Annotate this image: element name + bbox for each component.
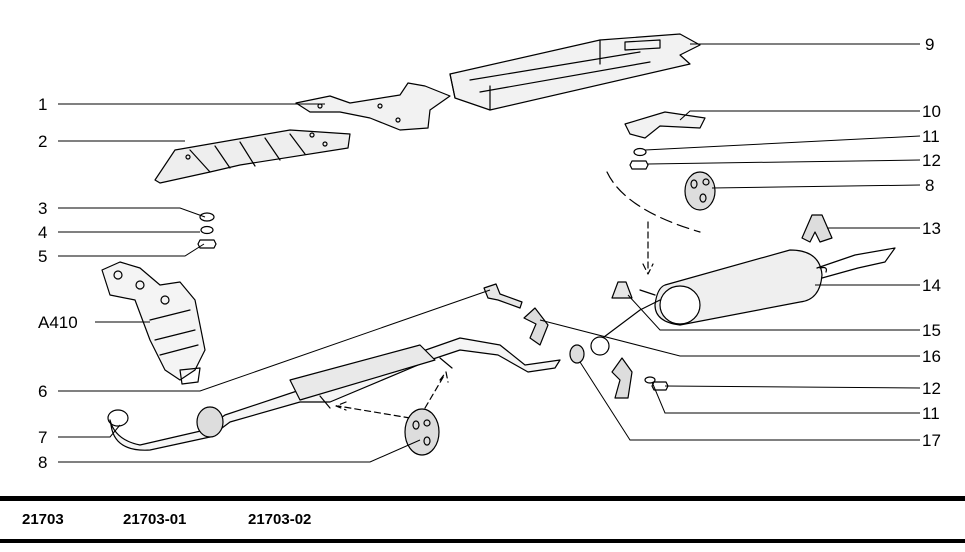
callout-4: 4 bbox=[38, 223, 47, 242]
guide-arc bbox=[606, 171, 701, 233]
callout-15: 15 bbox=[922, 321, 941, 340]
callout-16: 16 bbox=[922, 347, 941, 366]
callout-11-upper: 11 bbox=[922, 127, 940, 146]
footer-code-21703: 21703 bbox=[22, 511, 64, 528]
rear-muffler-part bbox=[599, 247, 896, 341]
exhaust-manifold-part bbox=[101, 261, 206, 385]
clamp-lower-part bbox=[611, 357, 633, 399]
sealing-ring-part bbox=[590, 336, 610, 356]
callout-3: 3 bbox=[38, 199, 47, 218]
callout-17: 17 bbox=[922, 431, 941, 450]
footer-code-21703-02: 21703-02 bbox=[248, 511, 312, 528]
rubber-cushion-part bbox=[801, 214, 833, 243]
front-bracket-part bbox=[295, 82, 451, 131]
rear-heat-shield-part bbox=[449, 33, 701, 111]
callout-8-upper: 8 bbox=[925, 176, 934, 195]
footer-code-21703-01: 21703-01 bbox=[123, 511, 187, 528]
clamp-upper-part bbox=[523, 307, 549, 346]
callout-14: 14 bbox=[922, 276, 941, 295]
callout-11-lower: 11 bbox=[922, 404, 940, 423]
washer-part bbox=[199, 212, 215, 222]
callout-2: 2 bbox=[38, 132, 47, 151]
footer-bottom-rule bbox=[0, 539, 965, 543]
guide-arrow bbox=[642, 221, 654, 275]
front-heat-shield-part bbox=[154, 129, 351, 184]
callout-12-lower: 12 bbox=[922, 379, 941, 398]
hanger-arrow-right bbox=[424, 371, 449, 409]
callout-8-lower: 8 bbox=[38, 453, 47, 472]
bolt-part bbox=[483, 283, 523, 309]
upper-spring-washer-part bbox=[633, 147, 647, 157]
rubber-hanger-lower-part bbox=[404, 408, 440, 456]
gasket-ring-part bbox=[569, 344, 585, 364]
rubber-buffer-part bbox=[611, 281, 633, 299]
upper-nut-part bbox=[629, 160, 649, 170]
callout-10: 10 bbox=[922, 102, 941, 121]
leader-lines bbox=[58, 43, 921, 463]
callout-a410: A410 bbox=[38, 313, 78, 332]
callout-9: 9 bbox=[925, 35, 934, 54]
callout-1: 1 bbox=[38, 95, 47, 114]
callout-6: 6 bbox=[38, 382, 47, 401]
rear-bracket-part bbox=[624, 111, 706, 139]
nut-part bbox=[197, 239, 217, 249]
callout-13: 13 bbox=[922, 219, 941, 238]
footer-top-rule bbox=[0, 496, 965, 501]
rubber-hanger-upper-part bbox=[684, 171, 716, 211]
lower-nut-part bbox=[651, 381, 669, 391]
lower-spring-washer-part bbox=[644, 376, 656, 384]
front-exhaust-pipe-part bbox=[107, 337, 561, 451]
callout-5: 5 bbox=[38, 247, 47, 266]
spring-washer-part bbox=[200, 225, 214, 235]
callout-7: 7 bbox=[38, 428, 47, 447]
callout-12-upper: 12 bbox=[922, 151, 941, 170]
hanger-arrow-left bbox=[335, 401, 411, 419]
